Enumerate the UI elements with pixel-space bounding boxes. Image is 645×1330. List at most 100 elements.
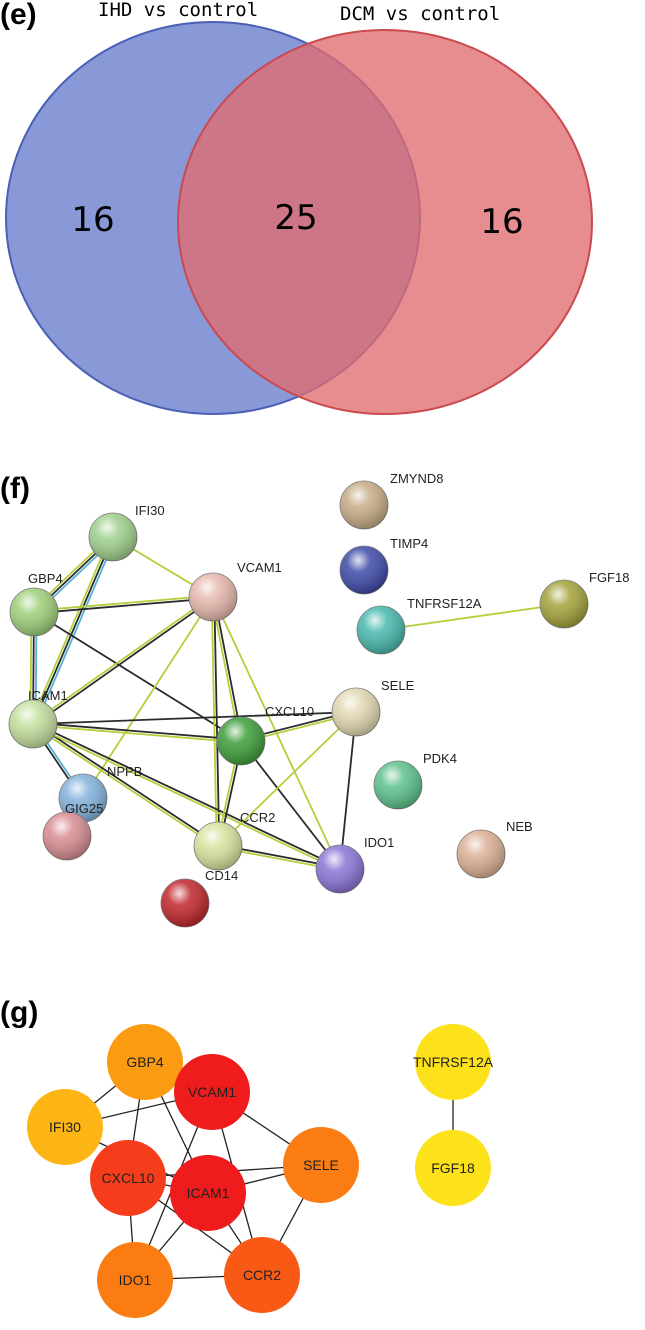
string-node-label-fgf18: FGF18	[589, 570, 629, 585]
hub-node-circle	[174, 1054, 250, 1130]
string-edge-sele-ido1	[339, 711, 357, 870]
protein-sphere-highlight	[374, 761, 422, 809]
string-edge-icam1-ccr2	[32, 722, 220, 846]
hub-node-label-sele: SELE	[303, 1157, 339, 1173]
venn-left-title: IHD vs control	[98, 0, 258, 21]
hub-node-circle	[415, 1024, 491, 1100]
string-edge-icam1-cxcl10	[31, 724, 242, 744]
protein-sphere-highlight	[540, 580, 588, 628]
hub-node-label-tnfrsf12a: TNFRSF12A	[413, 1054, 494, 1070]
string-edge-layer	[29, 534, 565, 872]
hub-node-label-vcam1: VCAM1	[188, 1084, 236, 1100]
string-edge-cxcl10-ido1	[240, 740, 341, 870]
hub-node-ifi30[interactable]: IFI30	[27, 1089, 103, 1165]
protein-sphere-highlight	[161, 879, 209, 927]
hub-node-circle	[107, 1024, 183, 1100]
venn-panel: (e) IHD vs control DCM vs control 16 25 …	[0, 0, 593, 415]
string-edge-vcam1-ccr2	[213, 596, 221, 847]
string-edge-ifi30-icam1	[29, 535, 112, 724]
hub-node-circle	[97, 1242, 173, 1318]
string-node-cd14[interactable]	[160, 878, 210, 928]
hub-node-gbp4[interactable]: GBP4	[107, 1024, 183, 1100]
string-node-ifi30[interactable]	[88, 512, 138, 562]
protein-sphere-highlight	[340, 546, 388, 594]
string-node-icam1[interactable]	[8, 699, 58, 749]
string-node-ccr2[interactable]	[193, 821, 243, 871]
hub-node-circle	[170, 1155, 246, 1231]
string-network-panel: (f) IFI30GBP4VCAM1ICAM1NPPBCXCL10SELEGIG…	[0, 471, 629, 928]
string-node-label-gbp4: GBP4	[28, 571, 63, 586]
string-edge-icam1-sele	[32, 711, 357, 725]
string-node-label-icam1: ICAM1	[28, 688, 68, 703]
string-edge-icam1-ccr2	[31, 724, 219, 848]
string-node-zmynd8[interactable]	[339, 480, 389, 530]
hub-node-tnfrsf12a[interactable]: TNFRSF12A	[413, 1024, 494, 1100]
string-node-neb[interactable]	[456, 829, 506, 879]
string-edge-icam1-cxcl10	[32, 721, 243, 741]
venn-right-title: DCM vs control	[340, 3, 500, 25]
string-node-tnfrsf12a[interactable]	[356, 605, 406, 655]
hub-node-cxcl10[interactable]: CXCL10	[90, 1140, 166, 1216]
hub-node-icam1[interactable]: ICAM1	[170, 1155, 246, 1231]
protein-sphere-highlight	[194, 822, 242, 870]
string-node-label-vcam1: VCAM1	[237, 560, 282, 575]
string-edge-icam1-ido1	[31, 724, 341, 872]
hub-node-label-gbp4: GBP4	[126, 1054, 164, 1070]
string-node-timp4[interactable]	[339, 545, 389, 595]
hub-node-fgf18[interactable]: FGF18	[415, 1130, 491, 1206]
string-edge-tnfrsf12a-fgf18	[380, 603, 565, 631]
string-edge-icam1-ido1	[32, 721, 342, 869]
string-node-ido1[interactable]	[315, 844, 365, 894]
hub-node-label-cxcl10: CXCL10	[102, 1170, 155, 1186]
string-node-label-cd14: CD14	[205, 868, 238, 883]
string-node-fgf18[interactable]	[539, 579, 589, 629]
protein-sphere-highlight	[316, 845, 364, 893]
string-edge-gbp4-cxcl10	[33, 611, 242, 742]
string-node-gig25[interactable]	[42, 811, 92, 861]
string-node-vcam1[interactable]	[188, 572, 238, 622]
string-node-cxcl10[interactable]	[216, 716, 266, 766]
string-edge-vcam1-ccr2	[210, 596, 218, 847]
string-node-label-gig25: GIG25	[65, 801, 103, 816]
string-edge-ifi30-icam1	[32, 536, 114, 725]
venn-count-dcm-only: 16	[480, 202, 523, 242]
string-node-gbp4[interactable]	[9, 587, 59, 637]
hub-node-circle	[415, 1130, 491, 1206]
hub-node-vcam1[interactable]: VCAM1	[174, 1054, 250, 1130]
string-edge-sele-ccr2	[217, 711, 357, 847]
string-node-pdk4[interactable]	[373, 760, 423, 810]
string-node-label-cxcl10: CXCL10	[265, 704, 314, 719]
venn-count-ihd-only: 16	[71, 200, 114, 240]
string-node-layer: IFI30GBP4VCAM1ICAM1NPPBCXCL10SELEGIG25CC…	[8, 471, 629, 928]
string-edge-ifi30-icam1	[34, 537, 117, 726]
protein-sphere-highlight	[457, 830, 505, 878]
hub-node-ido1[interactable]: IDO1	[97, 1242, 173, 1318]
hub-node-sele[interactable]: SELE	[283, 1127, 359, 1203]
hub-node-label-ifi30: IFI30	[49, 1119, 81, 1135]
venn-count-overlap: 25	[274, 198, 317, 238]
protein-sphere-highlight	[357, 606, 405, 654]
string-edge-vcam1-icam1	[32, 597, 215, 726]
protein-sphere-highlight	[9, 700, 57, 748]
protein-sphere-highlight	[217, 717, 265, 765]
venn-circle-dcm	[177, 29, 593, 415]
string-edge-vcam1-nppb	[82, 596, 214, 799]
protein-sphere-highlight	[59, 774, 107, 822]
string-edge-vcam1-icam1	[31, 595, 214, 724]
hub-node-circle	[283, 1127, 359, 1203]
string-node-label-ccr2: CCR2	[240, 810, 275, 825]
protein-sphere-highlight	[332, 688, 380, 736]
panel-label-g: (g)	[0, 996, 38, 1029]
string-node-sele[interactable]	[331, 687, 381, 737]
panel-label-f: (f)	[0, 472, 30, 505]
string-node-label-nppb: NPPB	[107, 764, 142, 779]
hub-node-ccr2[interactable]: CCR2	[224, 1237, 300, 1313]
string-edge-gbp4-vcam1	[33, 597, 215, 615]
string-node-label-tnfrsf12a: TNFRSF12A	[407, 596, 482, 611]
string-node-label-pdk4: PDK4	[423, 751, 457, 766]
hub-node-label-icam1: ICAM1	[187, 1185, 230, 1201]
protein-sphere-highlight	[10, 588, 58, 636]
string-node-nppb[interactable]	[58, 773, 108, 823]
